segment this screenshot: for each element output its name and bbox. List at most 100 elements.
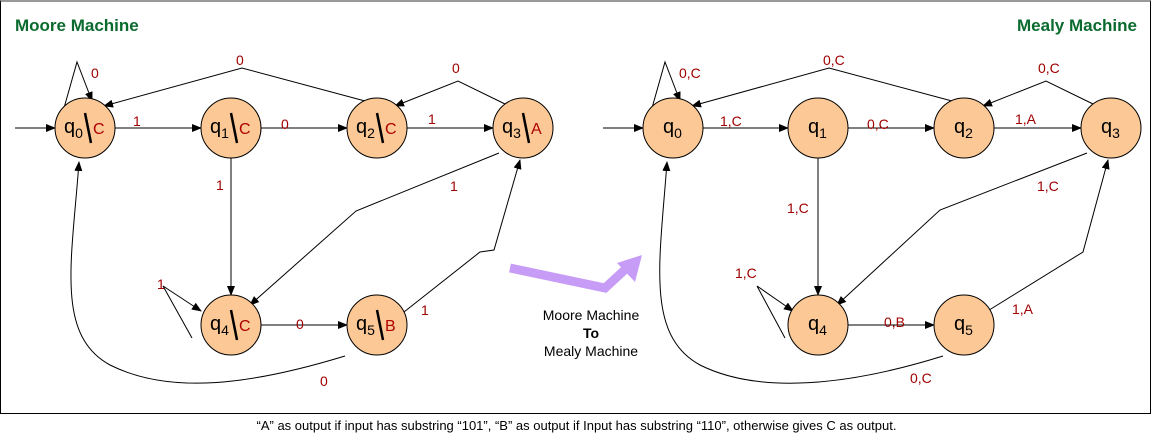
moore-edge-q2-q0 <box>103 67 366 108</box>
mealy-state-q3[interactable]: q3 <box>1080 97 1142 159</box>
mealy-edge-q3-q4 <box>836 152 1088 306</box>
mealy-title: Mealy Machine <box>1017 16 1137 35</box>
state-subscript: 1 <box>819 125 827 141</box>
state-name: q <box>210 116 221 138</box>
state-subscript: 2 <box>965 125 973 141</box>
moore-edge-q5-q0 <box>70 161 346 384</box>
moore-state-q5[interactable]: q5 B <box>346 294 408 356</box>
svg-text:q3: q3 <box>1101 116 1120 141</box>
state-output: C <box>385 121 397 138</box>
state-subscript: 5 <box>965 322 973 338</box>
mealy-label-q3-q2: 0,C <box>1038 60 1060 76</box>
mealy-label-q2-q0: 0,C <box>823 52 845 68</box>
mealy-state-q4[interactable]: q4 <box>787 294 849 356</box>
mealy-edge-q4-q4 <box>756 285 794 339</box>
moore-state-q1[interactable]: q1 C <box>200 97 262 159</box>
mealy-label-q5-q0: 0,C <box>910 370 932 386</box>
mealy-edge-q5-q3 <box>985 159 1110 313</box>
mealy-label-q0-q1: 1,C <box>720 113 742 129</box>
mealy-label-q1-q4: 1,C <box>787 200 809 216</box>
moore-label-q1-q2: 0 <box>281 116 289 132</box>
state-subscript: 4 <box>221 322 229 338</box>
state-name: q <box>502 116 513 138</box>
svg-text:q4: q4 <box>210 313 229 338</box>
mealy-edge-q3-q2 <box>982 80 1094 107</box>
state-name: q <box>808 313 819 335</box>
mealy-edges <box>603 60 1110 384</box>
mealy-label-q0-q0: 0,C <box>679 65 701 81</box>
state-name: q <box>356 116 367 138</box>
mealy-edge-q2-q0 <box>691 67 953 108</box>
mealy-label-q3-q4: 1,C <box>1037 178 1059 194</box>
mealy-label-q1-q2: 0,C <box>867 116 889 132</box>
conversion-line1: Moore Machine <box>543 307 640 323</box>
state-name: q <box>1101 116 1112 138</box>
moore-label-q2-q0: 0 <box>236 52 244 68</box>
moore-label-q4-q5: 0 <box>296 316 304 332</box>
mealy-state-q0[interactable]: q0 <box>642 97 704 159</box>
moore-label-q3-q2: 0 <box>452 60 460 76</box>
svg-text:q2: q2 <box>954 116 973 141</box>
mealy-edge-q5-q0 <box>659 161 944 384</box>
moore-edges <box>15 60 522 384</box>
state-output: C <box>239 121 251 138</box>
state-name: q <box>210 313 221 335</box>
state-subscript: 2 <box>367 125 375 141</box>
diagram-canvas: Moore Machine Mealy Machine 0 1 0 1 0 1 … <box>15 16 1142 389</box>
moore-states: q0 C q1 C q2 C q3 A q4 C <box>54 97 554 356</box>
moore-state-q2[interactable]: q2 C <box>346 97 408 159</box>
svg-text:q3: q3 <box>502 116 521 141</box>
state-output: B <box>385 318 396 335</box>
svg-text:q5: q5 <box>954 313 973 338</box>
diagram-frame <box>0 0 1151 414</box>
state-name: q <box>663 116 674 138</box>
svg-text:q1: q1 <box>808 116 827 141</box>
moore-label-q0-q0: 0 <box>91 65 99 81</box>
moore-label-q3-q4: 1 <box>450 178 458 194</box>
state-output: C <box>239 318 251 335</box>
moore-edge-labels: 0 1 0 1 0 1 0 1 1 0 1 0 <box>91 52 460 389</box>
mealy-label-q5-q3: 1,A <box>1012 301 1034 317</box>
moore-label-q5-q0: 0 <box>320 373 328 389</box>
state-subscript: 3 <box>513 125 521 141</box>
mealy-state-q1[interactable]: q1 <box>787 97 849 159</box>
conversion-arrow-icon <box>509 255 642 293</box>
moore-label-q0-q1: 1 <box>133 113 141 129</box>
svg-text:q2: q2 <box>356 116 375 141</box>
moore-title: Moore Machine <box>15 16 139 35</box>
moore-state-q3[interactable]: q3 A <box>492 97 554 159</box>
conversion-line3: Mealy Machine <box>544 343 638 359</box>
state-subscript: 5 <box>367 322 375 338</box>
caption: “A” as output if input has substring “10… <box>256 418 897 433</box>
state-subscript: 0 <box>674 125 682 141</box>
mealy-label-q4-q4: 1,C <box>735 265 757 281</box>
mealy-label-q2-q3: 1,A <box>1015 111 1037 127</box>
state-output: C <box>93 121 105 138</box>
moore-state-q4[interactable]: q4 C <box>200 294 262 356</box>
moore-edge-q0-q0 <box>63 60 93 109</box>
state-name: q <box>356 313 367 335</box>
svg-text:q0: q0 <box>64 116 83 141</box>
state-subscript: 1 <box>221 125 229 141</box>
state-name: q <box>954 313 965 335</box>
state-subscript: 3 <box>1112 125 1120 141</box>
moore-edge-q5-q3 <box>403 159 522 313</box>
svg-text:q5: q5 <box>356 313 375 338</box>
moore-state-q0[interactable]: q0 C <box>54 97 116 159</box>
moore-edge-q4-q4 <box>162 285 202 339</box>
mealy-state-q2[interactable]: q2 <box>933 97 995 159</box>
mealy-label-q4-q5: 0,B <box>884 314 905 330</box>
moore-label-q4-q4: 1 <box>157 276 165 292</box>
mealy-states: q0 q1 q2 q3 q4 q5 <box>642 97 1142 356</box>
mealy-edge-labels: 0,C 1,C 0,C 1,C 0,C 1,A 0,C 1,C 1,C 0,B … <box>679 52 1060 386</box>
mealy-edge-q0-q0 <box>651 60 681 109</box>
svg-text:q0: q0 <box>663 116 682 141</box>
state-name: q <box>808 116 819 138</box>
state-subscript: 4 <box>819 322 827 338</box>
svg-text:q4: q4 <box>808 313 827 338</box>
state-name: q <box>954 116 965 138</box>
mealy-state-q5[interactable]: q5 <box>933 294 995 356</box>
state-subscript: 0 <box>75 125 83 141</box>
state-name: q <box>64 116 75 138</box>
moore-label-q2-q3: 1 <box>428 111 436 127</box>
